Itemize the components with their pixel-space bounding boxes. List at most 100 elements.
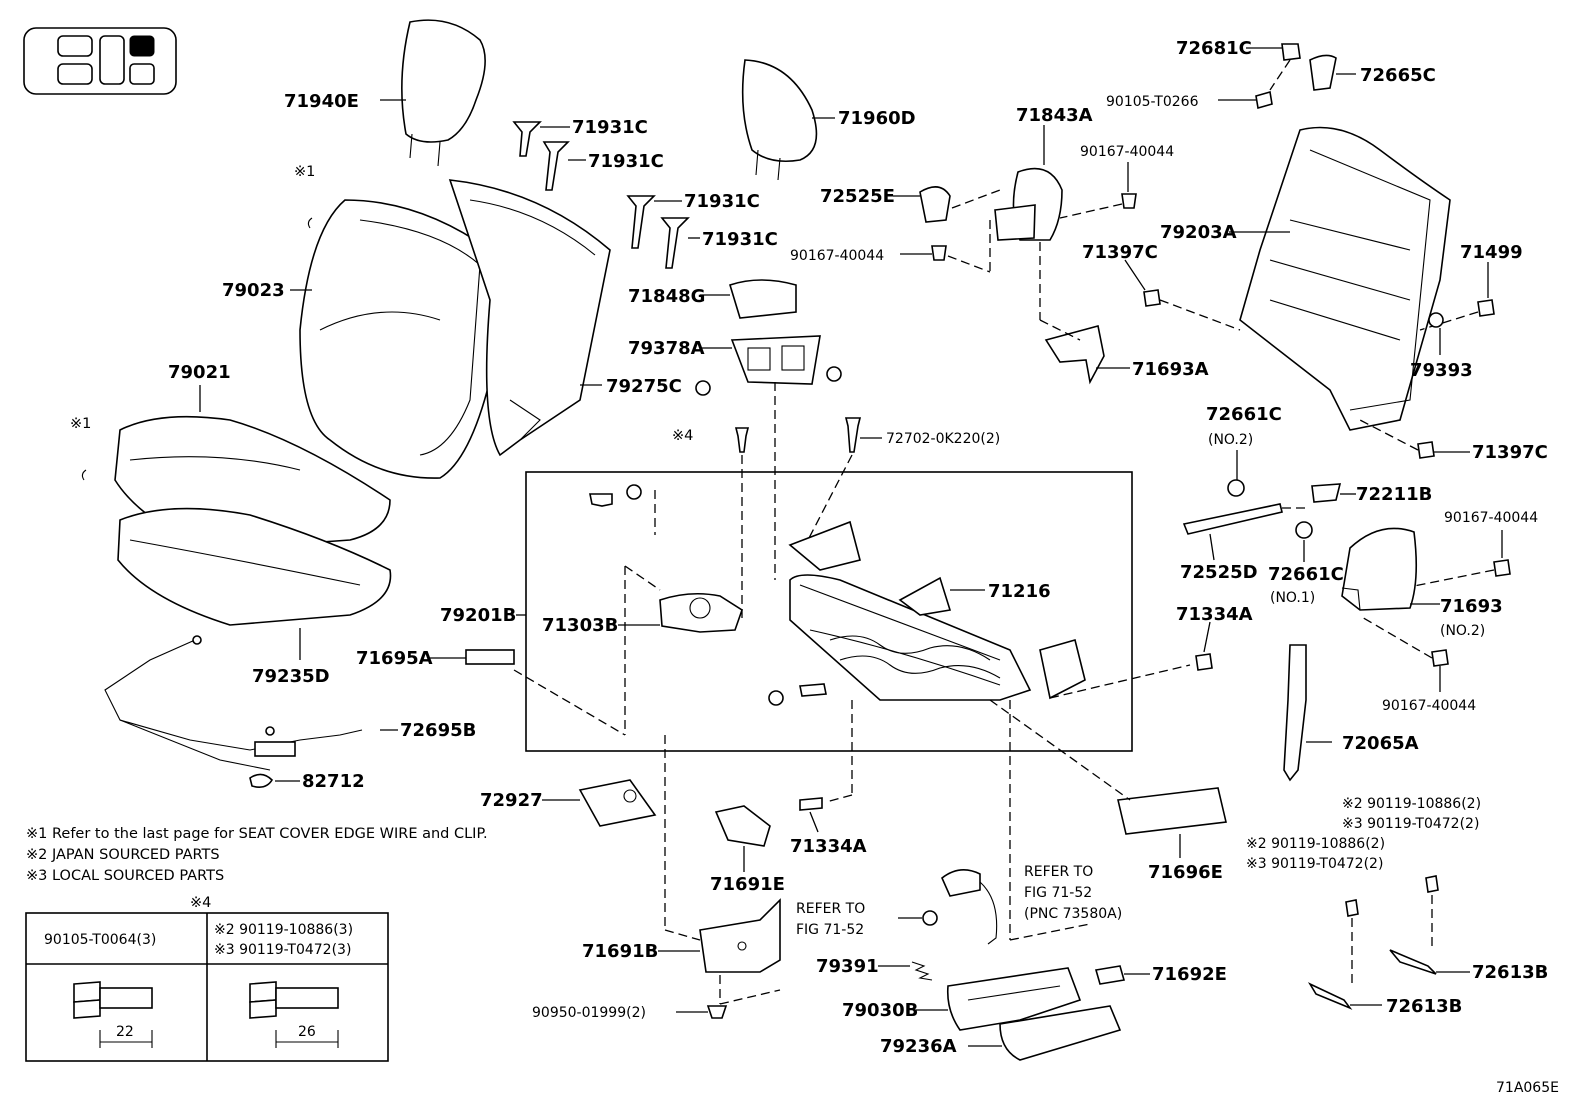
bracket-72927 <box>542 779 657 827</box>
figure-code: 71A065E <box>1496 1080 1559 1096</box>
screw-71334A-center <box>799 700 853 833</box>
callout-79030B: 79030B <box>842 1000 918 1021</box>
callout-90950-01999: 90950-01999(2) <box>532 1005 646 1021</box>
table-col2-dim: 26 <box>298 1024 316 1040</box>
callout-90167-40044-a: 90167-40044 <box>1080 144 1174 160</box>
refer-b-line1: REFER TO <box>1024 864 1093 880</box>
refer-a-line2: FIG 71-52 <box>796 922 864 938</box>
table-col1-header: 90105-T0064(3) <box>44 932 156 948</box>
callout-71216: 71216 <box>988 581 1051 602</box>
callout-71691E: 71691E <box>710 874 785 895</box>
note-2: ※2 JAPAN SOURCED PARTS <box>26 847 220 863</box>
brackets-72613B <box>1307 875 1470 1010</box>
bolt-note-right-1: ※2 90119-10886(2) <box>1342 796 1481 812</box>
callout-72613B-a: 72613B <box>1472 962 1548 983</box>
callout-71696E: 71696E <box>1148 862 1223 883</box>
callout-72613B-b: 72613B <box>1386 996 1462 1017</box>
callout-79203A: 79203A <box>1160 222 1237 243</box>
strap-72065A <box>1283 644 1332 782</box>
callout-71691B: 71691B <box>582 941 658 962</box>
bolt-note-right-2: ※3 90119-T0472(2) <box>1342 816 1479 832</box>
callout-71303B: 71303B <box>542 615 618 636</box>
callout-79391: 79391 <box>816 956 879 977</box>
callout-71397C-b: 71397C <box>1472 442 1548 463</box>
callout-71695A: 71695A <box>356 648 433 669</box>
armrest-bracket-refer <box>878 700 1091 981</box>
cover-71843A <box>893 125 1137 320</box>
callout-71843A: 71843A <box>1016 105 1093 126</box>
callout-79275C: 79275C <box>606 376 682 397</box>
headrest-guides-71931C <box>512 121 700 269</box>
assembly-frame-box <box>525 471 1133 752</box>
mark-note4: ※4 <box>672 428 693 444</box>
headrest-71940E <box>380 19 486 167</box>
seat-frame-71216 <box>768 520 1191 706</box>
table-mark-note4: ※4 <box>190 895 211 911</box>
sub-no1: (NO.1) <box>1270 590 1315 606</box>
callout-90167-40044-d: 90167-40044 <box>1382 698 1476 714</box>
callout-71940E: 71940E <box>284 91 359 112</box>
bolt-note-mid-1: ※2 90119-10886(2) <box>1246 836 1385 852</box>
headrest-71960D <box>741 59 835 181</box>
bracket-71691E <box>714 805 771 872</box>
screw-90105-T0266 <box>1218 90 1273 110</box>
clip-72681C <box>1246 43 1301 91</box>
callout-71499: 71499 <box>1460 242 1523 263</box>
callout-82712: 82712 <box>302 771 365 792</box>
callout-72661C-no1: 72661C <box>1268 564 1344 585</box>
seatback-pad-79275C <box>448 179 611 457</box>
callout-71334A-a: 71334A <box>1176 604 1253 625</box>
refer-a-line1: REFER TO <box>796 901 865 917</box>
cap-72211B <box>1311 483 1356 503</box>
table-col2-header-2: ※3 90119-T0472(3) <box>214 942 351 958</box>
label-71695A <box>430 649 626 736</box>
bracket-71693A <box>1039 319 1130 385</box>
callout-71334A-b: 71334A <box>790 836 867 857</box>
callout-79021: 79021 <box>168 362 231 383</box>
screw-71334A-right <box>1195 621 1213 671</box>
grommet-72661C-no1 <box>1295 521 1313 562</box>
seat-wire-harness <box>104 635 398 788</box>
callout-72065A: 72065A <box>1342 733 1419 754</box>
callout-72695B: 72695B <box>400 720 476 741</box>
clip-mark-b <box>81 469 87 481</box>
bracket-79378A <box>695 335 842 580</box>
refer-b-line2: FIG 71-52 <box>1024 885 1092 901</box>
callout-71931C-b: 71931C <box>588 151 664 172</box>
screw-note4 <box>734 427 750 620</box>
note-3: ※3 LOCAL SOURCED PARTS <box>26 868 224 884</box>
callout-90167-40044-b: 90167-40044 <box>790 248 884 264</box>
label-71696E <box>989 699 1227 858</box>
cap-72665C <box>1309 54 1356 91</box>
callout-72525E: 72525E <box>820 186 895 207</box>
callout-79378A: 79378A <box>628 338 705 359</box>
callout-71931C-a: 71931C <box>572 117 648 138</box>
callout-79393: 79393 <box>1410 360 1473 381</box>
mark-note1-a: ※1 <box>294 164 315 180</box>
note-1: ※1 Refer to the last page for SEAT COVER… <box>26 826 488 842</box>
callout-71397C-a: 71397C <box>1082 242 1158 263</box>
cover-71693 <box>1341 527 1511 692</box>
callout-72211B: 72211B <box>1356 484 1432 505</box>
callout-72927: 72927 <box>480 790 543 811</box>
bolt-72702 <box>807 417 882 541</box>
callout-79236A: 79236A <box>880 1036 957 1057</box>
callout-71693: 71693 <box>1440 596 1503 617</box>
callout-71848G: 71848G <box>628 286 705 307</box>
table-col2-header-1: ※2 90119-10886(3) <box>214 922 353 938</box>
table-col1-dim: 22 <box>116 1024 134 1040</box>
seatback-cover-79023 <box>290 199 501 479</box>
callout-72525D: 72525D <box>1180 562 1258 583</box>
callout-79235D: 79235D <box>252 666 330 687</box>
sub-no2-b: (NO.2) <box>1440 623 1485 639</box>
sub-no2-a: (NO.2) <box>1208 432 1253 448</box>
callout-71960D: 71960D <box>838 108 916 129</box>
callout-71692E: 71692E <box>1152 964 1227 985</box>
armrest-cover-79236A <box>968 1005 1122 1061</box>
seat-position-icon <box>23 27 177 95</box>
grommet-72661C-no2 <box>1227 450 1245 497</box>
cover-71848G <box>700 279 797 319</box>
callout-90167-40044-c: 90167-40044 <box>1444 510 1538 526</box>
callout-79023: 79023 <box>222 280 285 301</box>
